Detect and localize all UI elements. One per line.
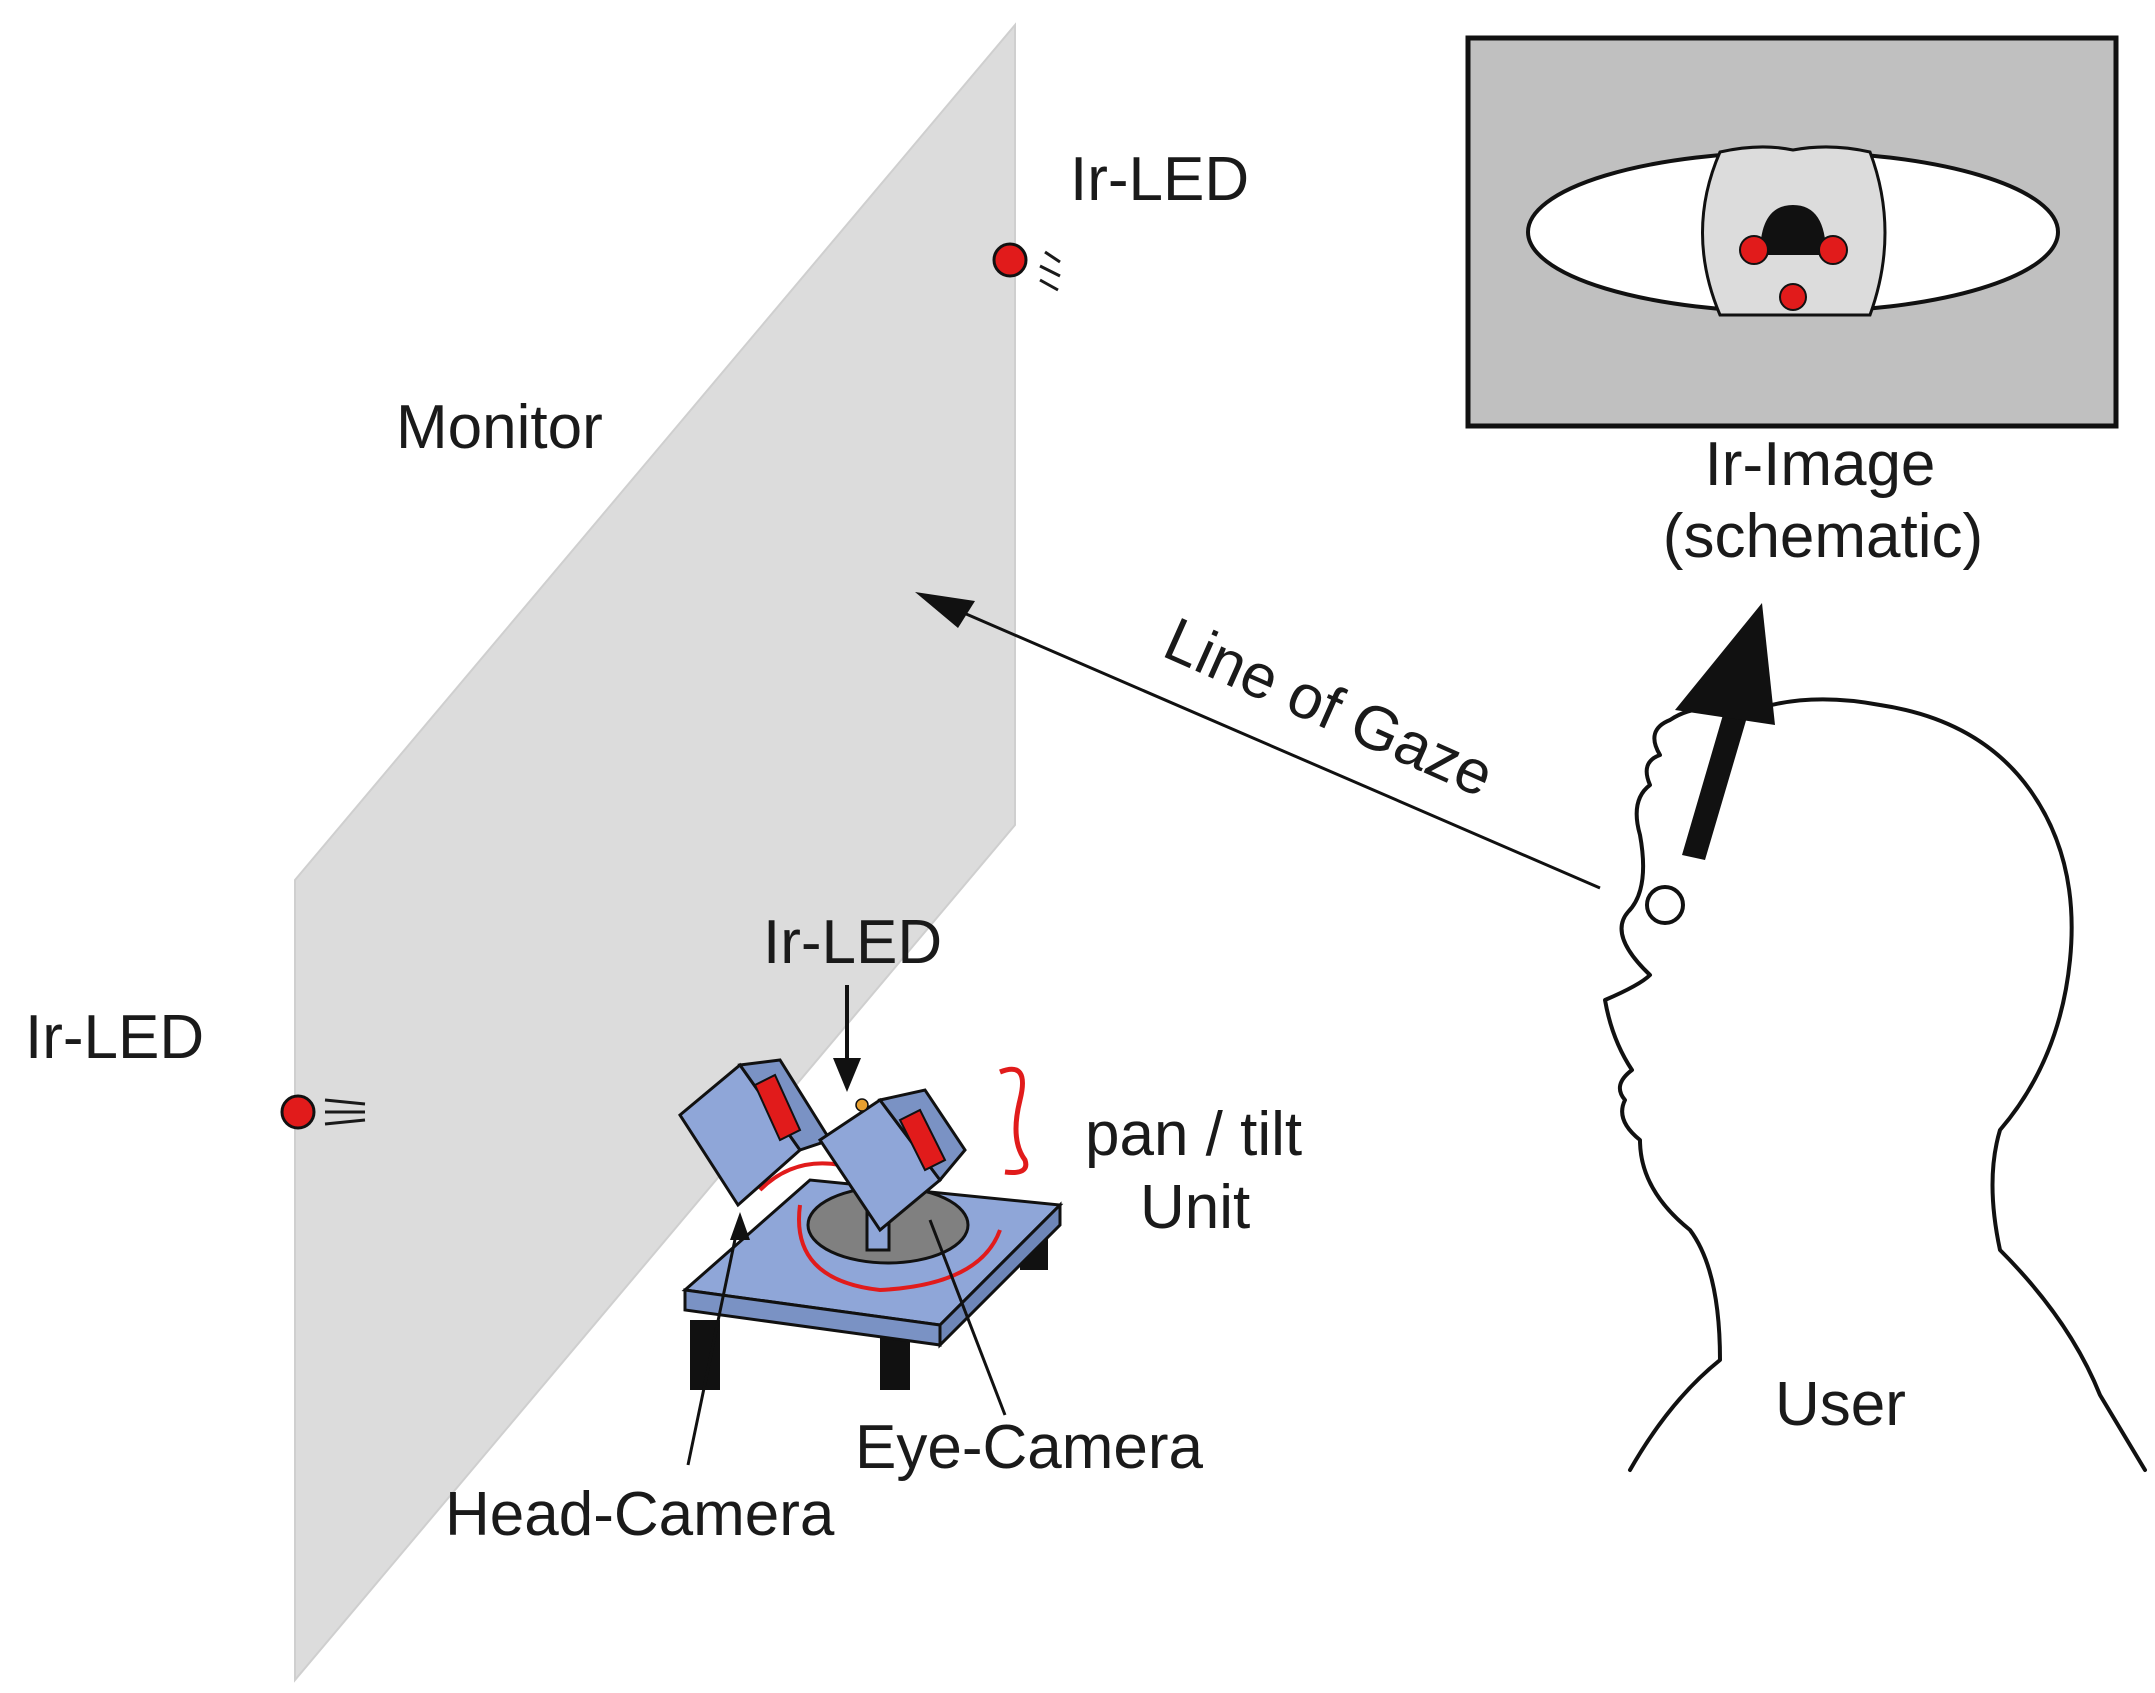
eye-to-ir-image-arrow [1675, 603, 1775, 860]
ir-image-schematic [1465, 35, 2119, 429]
ir-led-top-label: Ir-LED [1070, 145, 1249, 214]
user-eye-icon [1645, 885, 1685, 925]
eye-camera-pointer [928, 1219, 1007, 1416]
pan-tilt-label: pan / tilt [1085, 1100, 1302, 1169]
user-label: User [1775, 1370, 1906, 1439]
eye-camera-label: Eye-Camera [855, 1413, 1204, 1482]
ir-led-left-icon [280, 1094, 366, 1130]
ir-image-label: Ir-Image [1705, 430, 1936, 499]
ir-led-center-arrow [833, 985, 861, 1092]
pan-tilt-unit [678, 1058, 1064, 1390]
user-head-outline [1603, 697, 2147, 1472]
ir-led-top-icon [992, 242, 1061, 292]
head-camera-pointer [686, 1212, 750, 1466]
ir-led-left-label: Ir-LED [25, 1003, 204, 1072]
line-of-gaze-arrow [915, 592, 1601, 890]
ir-image-sublabel: (schematic) [1663, 502, 1983, 571]
monitor-plane [294, 22, 1016, 1683]
head-camera-label: Head-Camera [445, 1480, 835, 1549]
tilt-indicator [999, 1066, 1029, 1175]
pan-tilt-unit-label: Unit [1140, 1173, 1250, 1242]
monitor-label: Monitor [396, 393, 603, 462]
ir-led-center-label: Ir-LED [763, 908, 942, 977]
line-of-gaze-label: Line of Gaze [1154, 605, 1503, 811]
